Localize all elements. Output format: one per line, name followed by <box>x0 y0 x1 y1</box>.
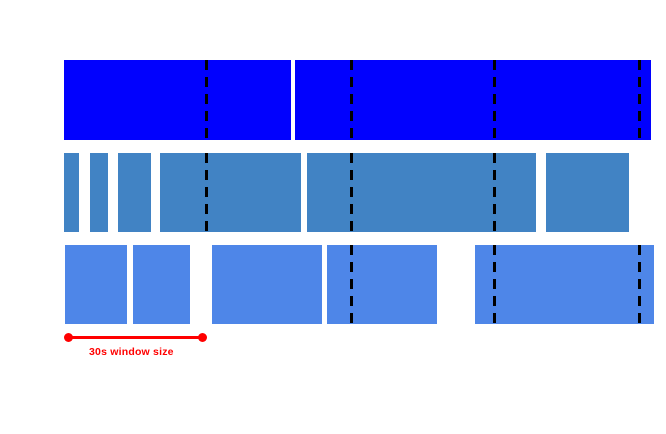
row-2-steel-blue-segment <box>64 153 79 232</box>
window-boundary-dashed-line <box>493 60 496 140</box>
window-boundary-dashed-line <box>493 245 496 324</box>
window-arrow-left-dot <box>63 332 73 342</box>
row-3-light-blue-segment <box>65 245 127 324</box>
row-2-steel-blue-segment <box>307 153 536 232</box>
row-2-steel-blue-segment <box>90 153 108 232</box>
window-arrow-line <box>68 335 202 339</box>
window-size-label: 30s window size <box>89 346 174 358</box>
window-boundary-dashed-line <box>638 245 641 324</box>
row-2-steel-blue-segment <box>118 153 151 232</box>
window-boundary-dashed-line <box>638 60 641 140</box>
window-boundary-dashed-line <box>205 153 208 232</box>
row-3-light-blue-segment <box>475 245 654 324</box>
window-boundary-dashed-line <box>350 245 353 324</box>
row-3-light-blue-segment <box>212 245 322 324</box>
row-2-steel-blue-segment <box>546 153 629 232</box>
row-1-dark-blue-segment <box>295 60 651 140</box>
row-3-light-blue-segment <box>327 245 437 324</box>
row-3-light-blue-segment <box>133 245 190 324</box>
window-boundary-dashed-line <box>493 153 496 232</box>
window-arrow-right-dot <box>197 332 207 342</box>
row-1-dark-blue-segment <box>64 60 291 140</box>
window-boundary-dashed-line <box>205 60 208 140</box>
window-boundary-dashed-line <box>350 153 353 232</box>
row-2-steel-blue-segment <box>160 153 301 232</box>
window-boundary-dashed-line <box>350 60 353 140</box>
